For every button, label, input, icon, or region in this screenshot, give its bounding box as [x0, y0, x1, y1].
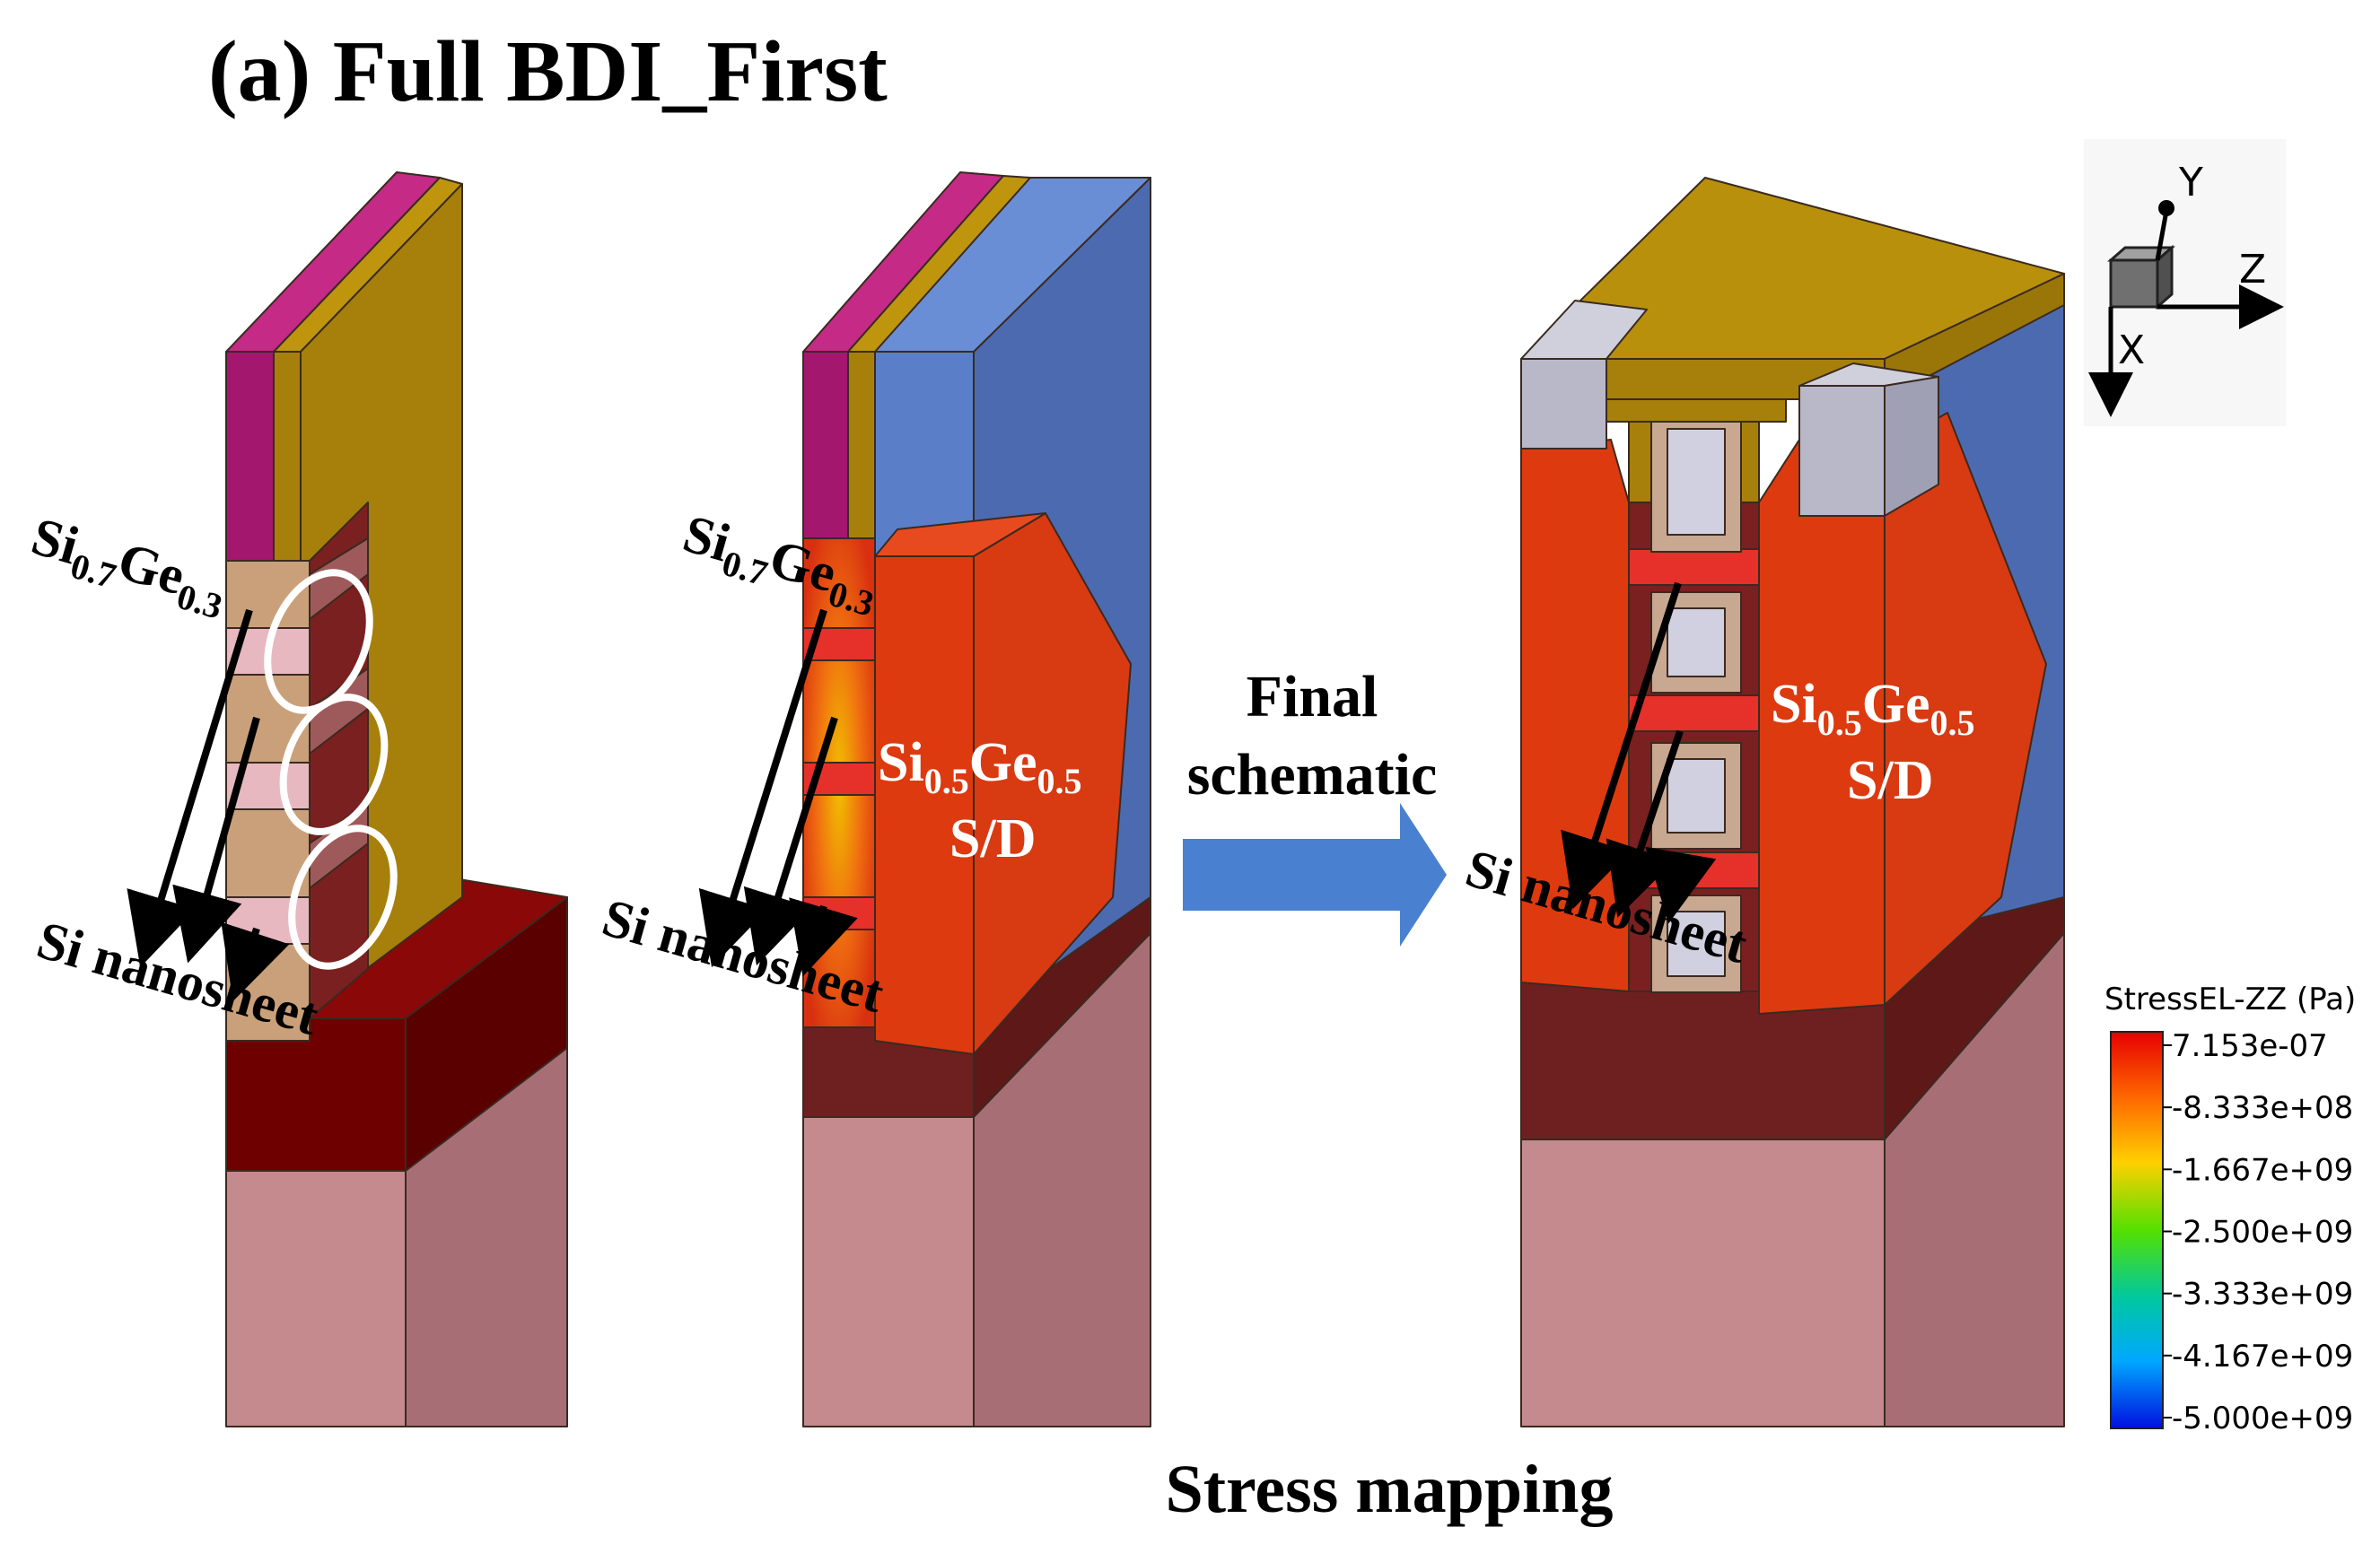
colorbar-tick-label: -2.500e+09 [2172, 1215, 2353, 1251]
arrow-caption-line1: Final [1247, 664, 1378, 729]
process-arrow [1183, 803, 1447, 947]
axis-z-label: Z [2239, 247, 2266, 292]
colorbar-tick-label: -4.167e+09 [2172, 1339, 2353, 1375]
figure-title: (a) Full BDI_First [208, 23, 888, 120]
axis-y-label: Y [2178, 160, 2203, 205]
colorbar-title: StressEL-ZZ (Pa) [2104, 982, 2356, 1017]
colorbar-tick-label: 7.153e-07 [2172, 1028, 2328, 1064]
axis-x-label: X [2118, 327, 2145, 373]
structure-1-bdi-first [127, 171, 568, 1427]
arrow-caption-line2: schematic [1187, 742, 1438, 807]
sige-label-1: Si0.7Ge0.3 [23, 506, 235, 627]
sd-label-3-suffix: S/D [1847, 750, 1933, 811]
sd-label-2: Si0.5Ge0.5 [878, 732, 1081, 801]
colorbar-ticks: 7.153e-07 -8.333e+08 -1.667e+09 -2.500e+09 -… [2163, 1028, 2353, 1436]
sd-label-3: Si0.5Ge0.5 [1771, 674, 1974, 743]
structure-3-final [1520, 177, 2065, 1427]
colorbar-gradient [2110, 1031, 2164, 1429]
sd-label-2-suffix: S/D [949, 808, 1036, 869]
colorbar-tick-label: -3.333e+09 [2172, 1277, 2353, 1313]
structure-2-sd-epi [698, 171, 1151, 1427]
colorbar-tick-label: -5.000e+09 [2172, 1401, 2353, 1436]
bottom-caption: Stress mapping [1165, 1452, 1613, 1527]
axis-triad [2084, 139, 2286, 426]
colorbar-tick-label: -8.333e+08 [2172, 1090, 2353, 1126]
colorbar-tick-label: -1.667e+09 [2172, 1152, 2353, 1188]
